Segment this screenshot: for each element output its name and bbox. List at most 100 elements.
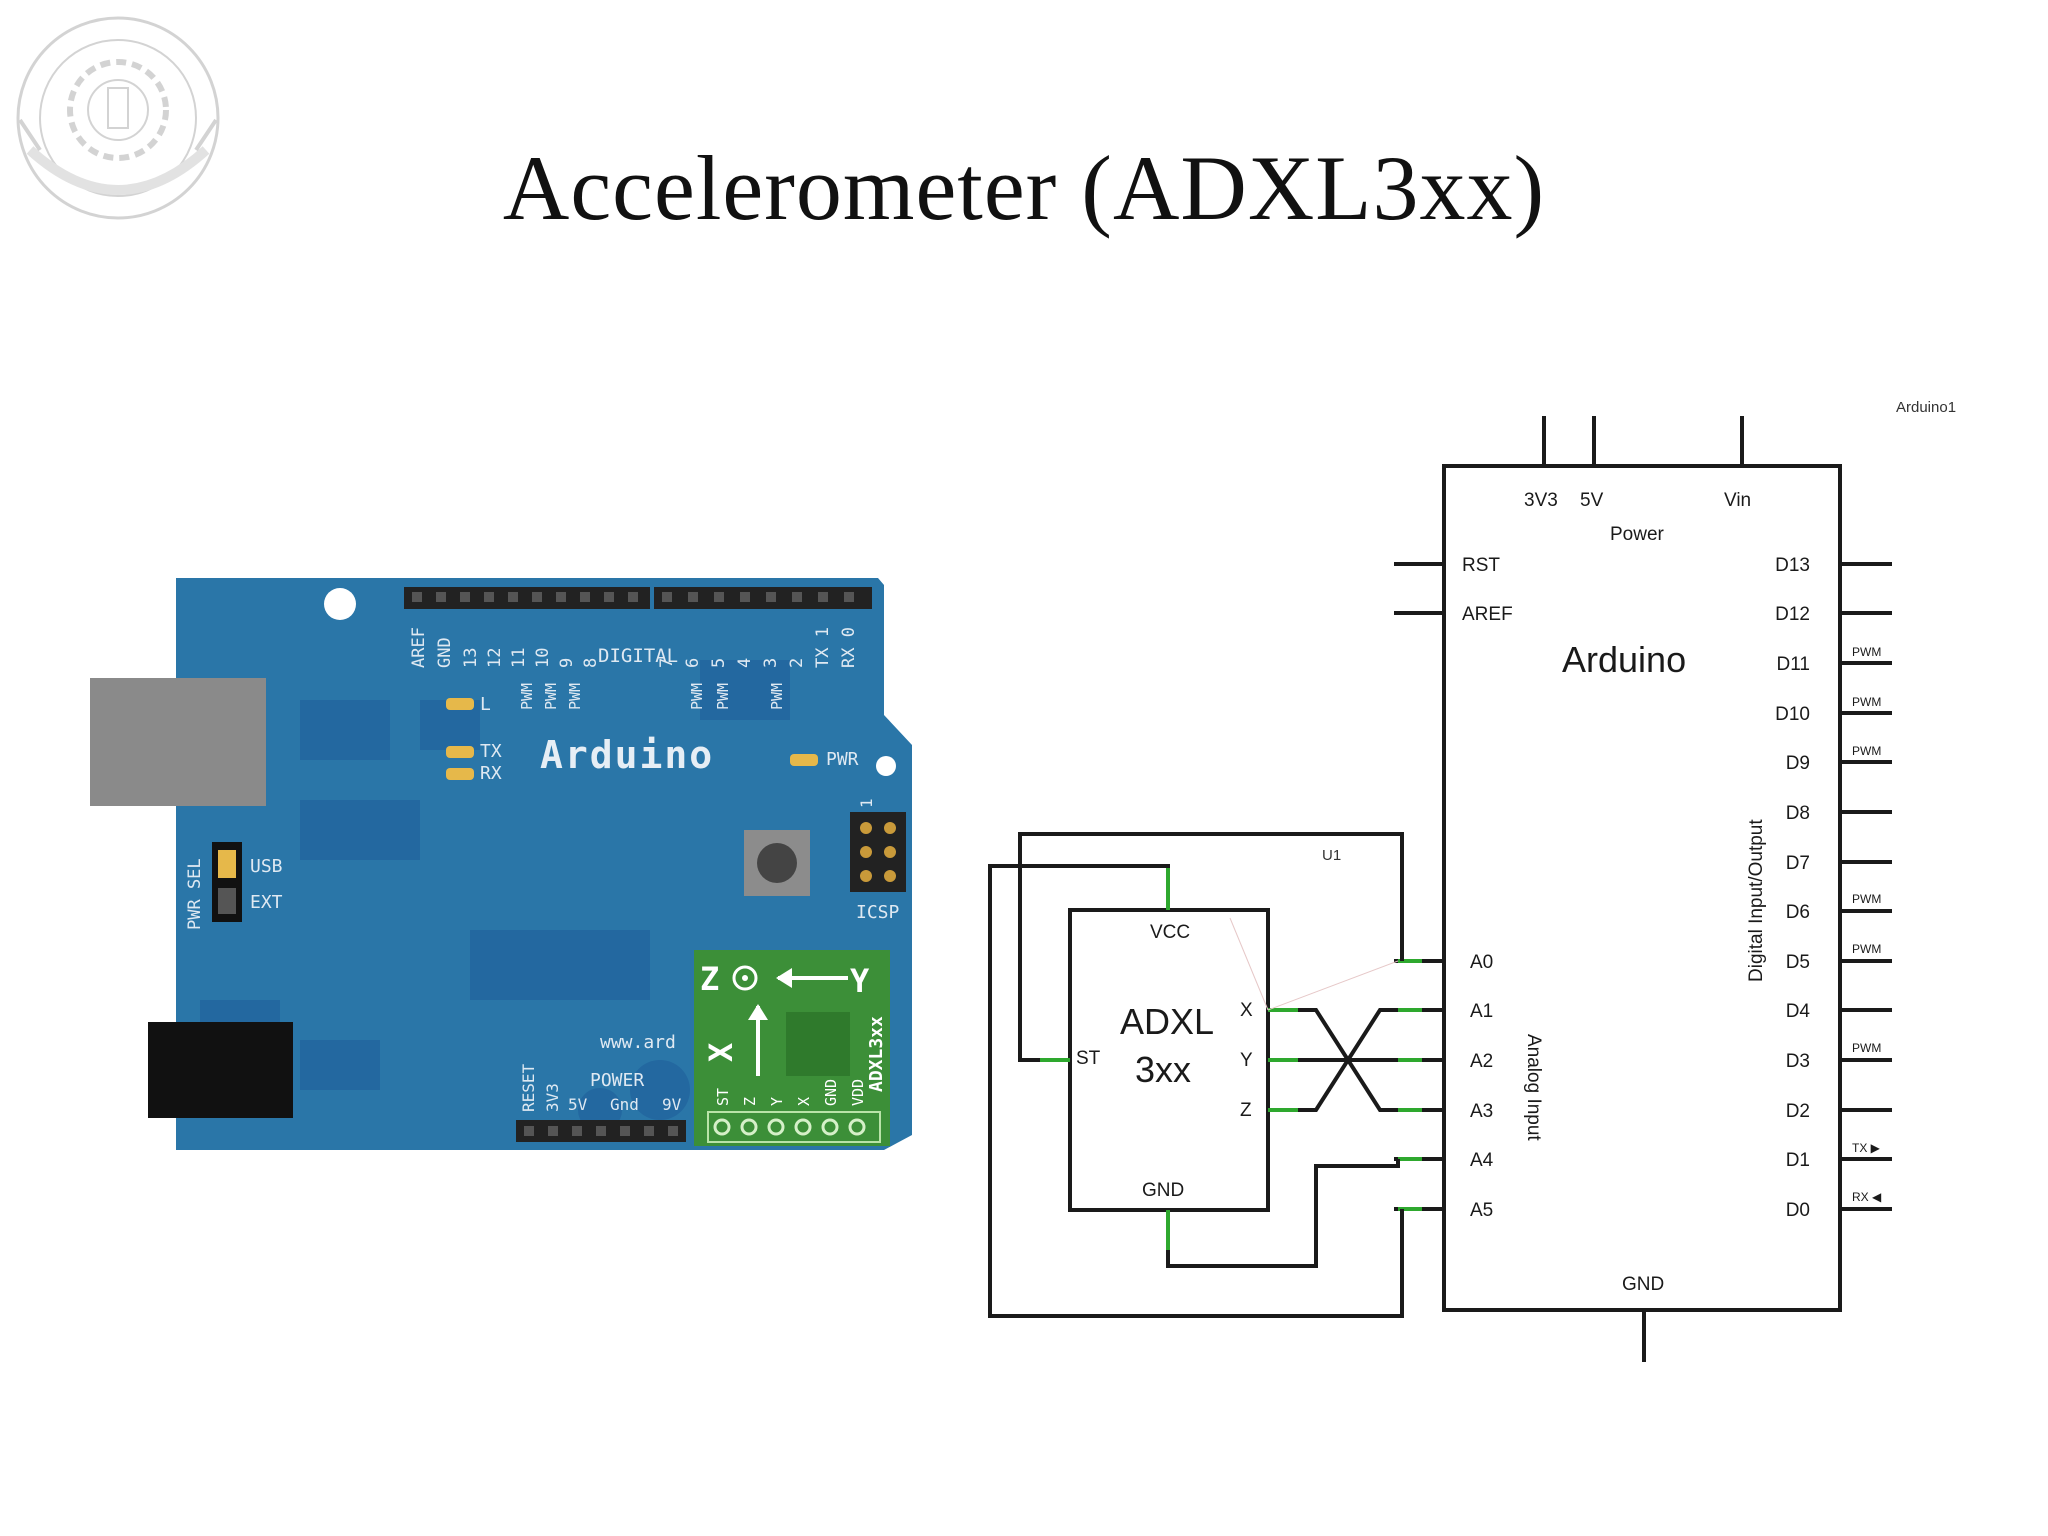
digital-pin-label: D2 <box>1786 1101 1810 1122</box>
adxl-label-line-2: 3xx <box>1135 1049 1191 1090</box>
pwm-label: PWM <box>518 683 536 710</box>
adxl-st-label: ST <box>1076 1048 1101 1069</box>
icsp-label: ICSP <box>856 902 900 923</box>
pwm-tag: PWM <box>1852 695 1881 709</box>
analog-pin-label: A2 <box>1470 1051 1493 1072</box>
digital-pin-label: D11 <box>1777 654 1810 675</box>
power-pin-label: 5V <box>1580 490 1604 511</box>
slide-title: Accelerometer (ADXL3xx) <box>502 137 1546 239</box>
adxl-label-line-1: ADXL <box>1120 1001 1214 1042</box>
pin-label: TX 1 <box>813 627 833 668</box>
pin-label: 3 <box>761 658 781 668</box>
power-group-label: Power <box>1610 524 1665 545</box>
digital-group-label: Digital Input/Output <box>1746 819 1767 982</box>
power-pin-label: Gnd <box>610 1095 639 1114</box>
tx-tag: TX ▶ <box>1852 1141 1881 1155</box>
mounting-hole <box>324 588 356 620</box>
pwm-label: PWM <box>768 683 786 710</box>
power-pin-label: 5V <box>568 1095 588 1114</box>
pin-label: RX 0 <box>839 627 859 668</box>
adxl-y-label: Y <box>1240 1050 1253 1071</box>
pwm-tag: PWM <box>1852 744 1881 758</box>
pin-label: 12 <box>485 648 505 668</box>
pin-label: 5 <box>709 658 729 668</box>
pwm-label: PWM <box>542 683 560 710</box>
breakout-pin-label: Y <box>768 1097 786 1106</box>
digital-pin-label: D12 <box>1775 604 1810 625</box>
digital-pin-label: D6 <box>1786 902 1810 923</box>
pin-label: 11 <box>509 648 529 668</box>
pin-label: 2 <box>787 658 807 668</box>
led-l-label: L <box>480 694 491 715</box>
analog-group-label: Analog Input <box>1523 1034 1544 1141</box>
schematic-wires <box>988 832 1404 1318</box>
pwm-labels: PWM PWM PWM PWM PWM PWM <box>518 683 786 710</box>
adxl-z-label: Z <box>1240 1100 1252 1121</box>
board-brand-label: Arduino <box>540 733 714 777</box>
digital-pin-label: D7 <box>1786 853 1810 874</box>
power-pin-label: RESET <box>519 1063 538 1112</box>
adxl-pin-stubs <box>1040 868 1298 1250</box>
digital-header-right <box>654 587 872 609</box>
arduino-schematic-label: Arduino <box>1562 639 1686 680</box>
power-header-label: POWER <box>590 1070 644 1091</box>
breakout-pin-label: GND <box>822 1079 840 1106</box>
digital-pin-label: D8 <box>1786 803 1810 824</box>
power-select-jumper <box>212 842 242 922</box>
digital-label: DIGITAL <box>598 645 678 667</box>
usb-label: USB <box>250 856 283 877</box>
led-rx-label: RX <box>480 763 502 784</box>
reset-button <box>744 830 810 896</box>
left-pin-lines <box>1394 562 1444 615</box>
analog-pin-label: A3 <box>1470 1101 1493 1122</box>
pin-label: GND <box>435 637 455 668</box>
usb-connector <box>90 678 266 806</box>
pwm-tag: PWM <box>1852 942 1881 956</box>
ext-label: EXT <box>250 892 283 913</box>
power-pin-label: 3V3 <box>543 1083 562 1112</box>
arduino-ref-label: Arduino1 <box>1896 399 1956 416</box>
gnd-label: GND <box>1622 1274 1664 1295</box>
pwm-label: PWM <box>566 683 584 710</box>
digital-pin-label: D9 <box>1786 753 1810 774</box>
power-pin-label: 3V3 <box>1524 490 1558 511</box>
icsp-header <box>850 812 906 892</box>
digital-pin-label: D5 <box>1786 952 1810 973</box>
breakout-part-label: ADXL3xx <box>866 1016 887 1092</box>
power-pin-label: 9V <box>662 1095 682 1114</box>
digital-pin-label: D13 <box>1775 555 1810 576</box>
left-pin-label: RST <box>1462 555 1500 576</box>
analog-pin-label: A0 <box>1470 952 1493 973</box>
analog-pin-label: A1 <box>1470 1001 1493 1022</box>
analog-pin-label: A5 <box>1470 1200 1493 1221</box>
pin-label: 8 <box>581 658 601 668</box>
analog-pin-label: A4 <box>1470 1150 1494 1171</box>
pwm-tag: PWM <box>1852 892 1881 906</box>
icsp-pin1-label: 1 <box>857 798 876 808</box>
led-tx-label: TX <box>480 741 502 762</box>
breakout-pin-label: Z <box>741 1097 759 1106</box>
power-pin-lines <box>1542 416 1744 466</box>
rx-tag: RX ◀ <box>1852 1190 1882 1204</box>
digital-pin-label: D3 <box>1786 1051 1810 1072</box>
adxl-gnd-label: GND <box>1142 1180 1184 1201</box>
pin-label: 4 <box>735 658 755 668</box>
pin-label: 6 <box>683 658 703 668</box>
accelerometer-breakout <box>694 950 890 1146</box>
pwm-label: PWM <box>688 683 706 710</box>
breakout-axis-z: Z <box>700 960 719 998</box>
power-header <box>516 1120 686 1142</box>
pin-label: AREF <box>409 627 429 668</box>
digital-pin-label: D1 <box>1786 1150 1810 1171</box>
institution-seal-logo <box>16 16 220 220</box>
digital-pin-label: D0 <box>1786 1200 1810 1221</box>
pwm-tag: PWM <box>1852 1041 1881 1055</box>
left-pin-label: AREF <box>1462 604 1513 625</box>
pin-label: 10 <box>533 648 553 668</box>
pwm-label: PWM <box>714 683 732 710</box>
arduino-schematic-box <box>1442 464 1842 1312</box>
pin-label: 13 <box>461 648 481 668</box>
